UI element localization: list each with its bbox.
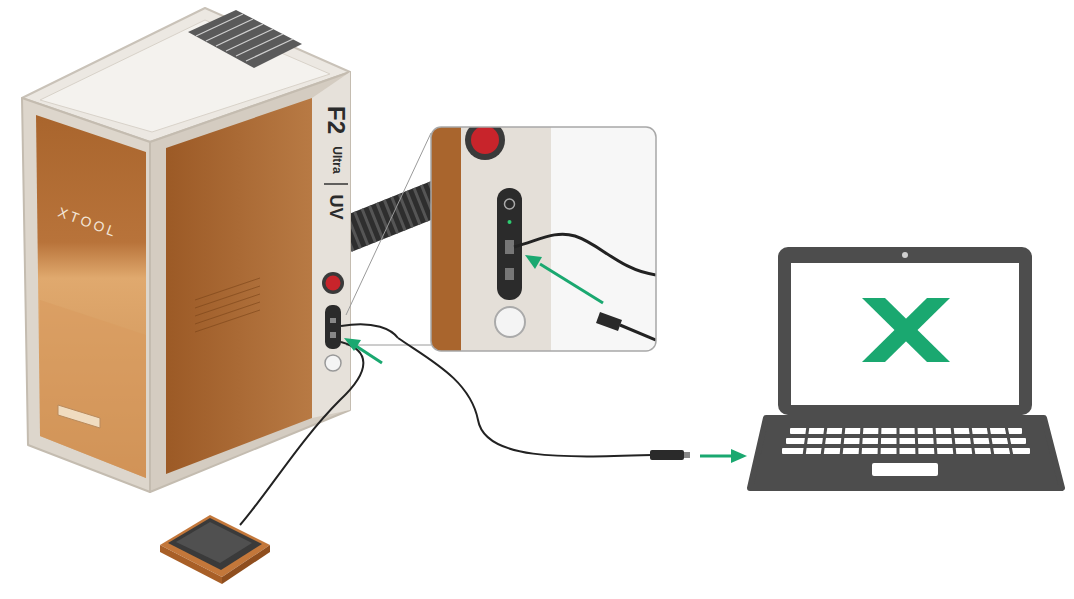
controller-pad [160,515,270,584]
brand-logo: XTOOL [56,205,119,239]
usb-tip [684,452,690,458]
model-suffix: UV [327,194,345,219]
cables [240,324,652,525]
green-arrows [344,338,747,463]
model-name: F2 [324,106,348,134]
laser-machine [22,8,350,492]
zoom-inset [431,127,656,351]
usb-plug [650,450,684,460]
model-variant: Ultra [331,146,343,173]
laptop [750,247,1062,488]
zoom-lines [346,133,431,345]
exhaust-hose [345,195,445,235]
